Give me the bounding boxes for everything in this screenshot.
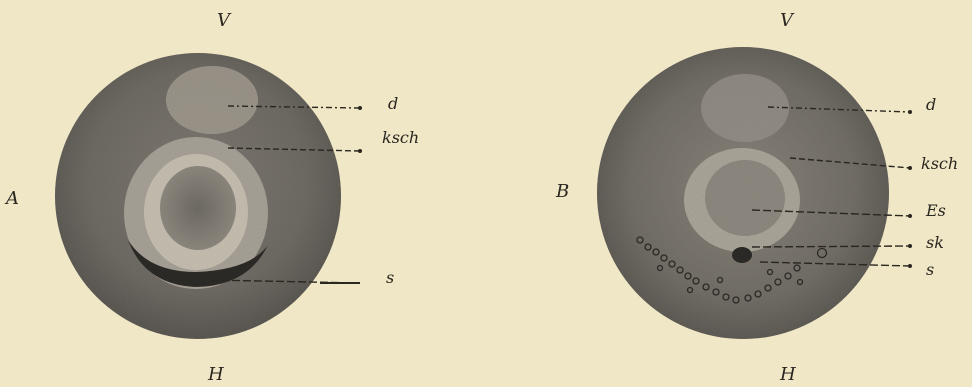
figure-a-panel-letter: A	[6, 190, 19, 208]
figure-b-callout-s: s	[926, 262, 934, 278]
figure-a-callout-ksch: ksch	[382, 130, 419, 146]
figure-b-top-label: V	[780, 12, 793, 30]
figure-b-bottom-label: H	[780, 366, 796, 384]
figure-b-callout-d: d	[926, 97, 936, 113]
figure-b-dark-spot	[732, 247, 752, 263]
figure-b-drawing	[597, 47, 912, 339]
figure-b-callout-sk: sk	[926, 235, 944, 251]
figure-a-bottom-label: H	[208, 366, 224, 384]
figure-b-callout-es: Es	[926, 203, 946, 219]
figure-b-callout-ksch: ksch	[921, 156, 958, 172]
figure-a-callout-d: d	[388, 96, 398, 112]
figure-a-drawing	[55, 53, 362, 339]
figure-a-top-label: V	[217, 12, 230, 30]
figure-a-callout-s: s	[386, 270, 394, 286]
figure-b-panel-letter: B	[556, 183, 569, 201]
